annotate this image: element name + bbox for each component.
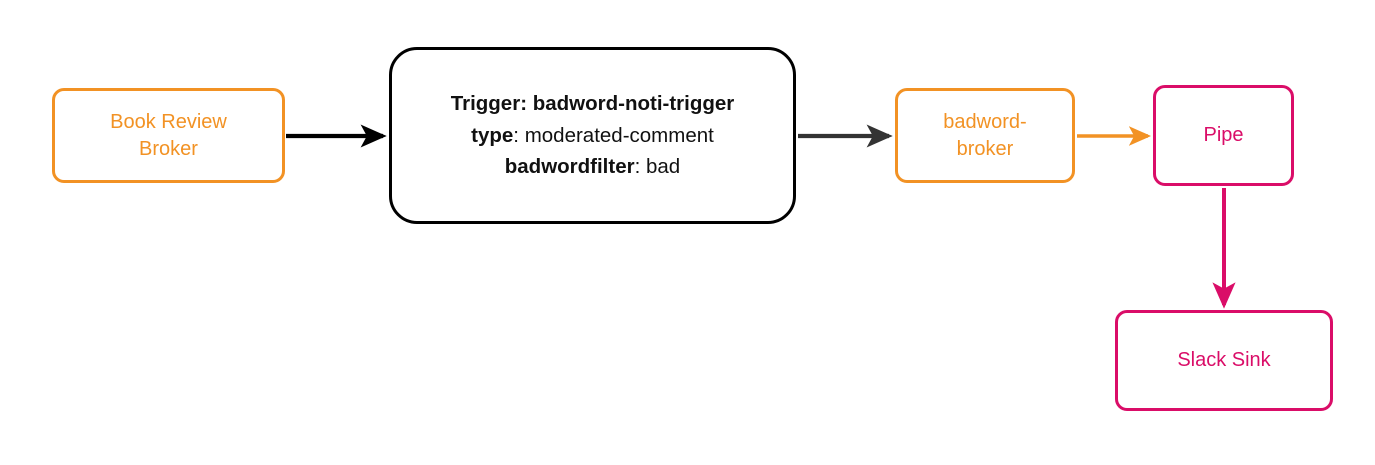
node-book-review-broker-label: Book Review Broker [110,111,227,160]
node-trigger-badwordfilter-key: badwordfilter [504,155,635,179]
node-trigger-badwordfilter-value: bad [646,155,681,179]
node-slack-sink-label: Slack Sink [1177,349,1271,372]
node-trigger-type-value: moderated-comment [524,123,714,147]
node-trigger-line-trigger-name: Trigger: badword-noti-trigger [450,91,735,115]
node-trigger-type-key: type [471,123,514,147]
node-trigger-badwordfilter-separator: : [634,155,646,179]
node-trigger[interactable]: Trigger: badword-noti-trigger type: mode… [389,47,796,224]
node-trigger-line-badwordfilter: badwordfilter: bad [451,151,735,183]
node-trigger-line-type: type: moderated-comment [451,120,735,152]
node-book-review-broker[interactable]: Book Review Broker [52,88,285,183]
node-badword-broker-label: badword- broker [943,111,1027,160]
node-pipe-label: Pipe [1203,124,1244,147]
node-badword-broker[interactable]: badword- broker [895,88,1075,183]
node-trigger-type-separator: : [513,123,525,147]
node-trigger-body: Trigger: badword-noti-trigger type: mode… [437,88,749,183]
node-pipe[interactable]: Pipe [1153,85,1294,186]
node-slack-sink[interactable]: Slack Sink [1115,310,1333,411]
